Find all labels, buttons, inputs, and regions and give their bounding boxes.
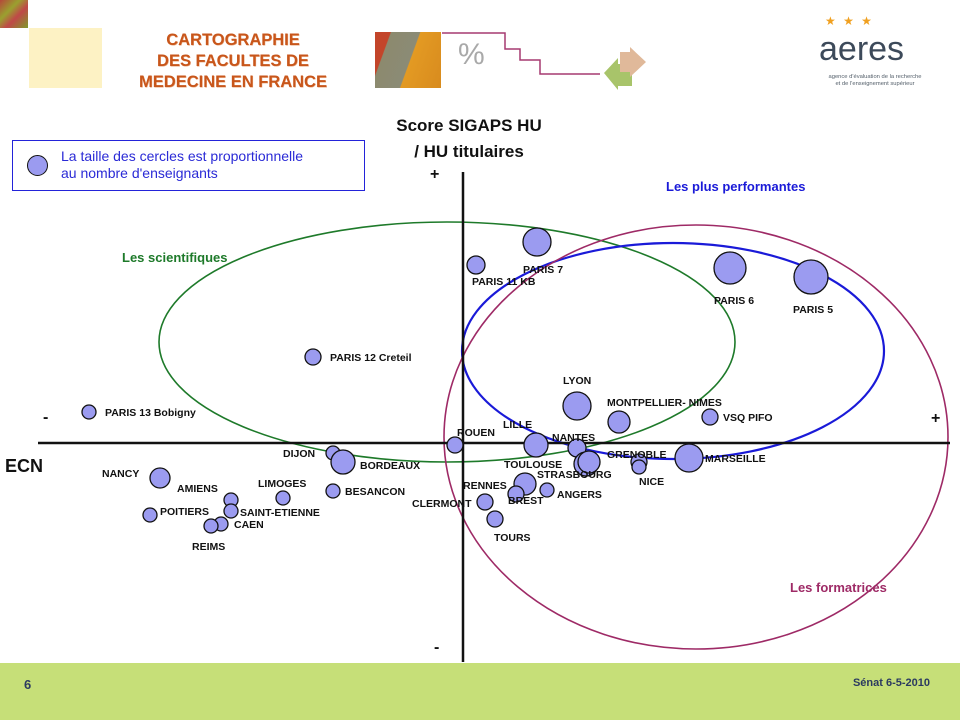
x-axis-title: ECN	[5, 456, 43, 476]
data-point-besancon	[325, 483, 341, 499]
data-point-reims	[203, 518, 219, 534]
y-axis-title-line-1: Score SIGAPS HU	[396, 116, 542, 135]
point-label-angers: ANGERS	[557, 489, 602, 501]
data-points	[81, 227, 829, 534]
logo-subtitle: agence d'évaluation de la recherche et d…	[819, 74, 931, 88]
arrow-right-icon	[620, 47, 646, 77]
data-point-vsq-pifo	[701, 408, 719, 426]
data-point-paris-12-creteil	[304, 348, 322, 366]
point-label-nice: NICE	[639, 476, 664, 488]
data-point-rouen	[446, 436, 464, 454]
point-label-toulouse: TOULOUSE	[504, 459, 562, 471]
decorative-corner-pattern	[0, 0, 28, 28]
percent-decoration: %	[458, 38, 485, 71]
slide-footer: 6 Sénat 6-5-2010	[0, 663, 960, 720]
point-label-paris-11-kb: PARIS 11 KB	[472, 276, 536, 288]
legend-text-line-1: La taille des cercles est proportionnell…	[61, 148, 304, 164]
point-label-clermont: CLERMONT	[412, 498, 472, 510]
data-point-tours	[486, 510, 504, 528]
decorative-fabric-image	[375, 32, 441, 88]
data-point-paris-5	[793, 259, 829, 295]
size-legend: La taille des cercles est proportionnell…	[12, 140, 365, 191]
data-point-poitiers	[142, 507, 158, 523]
group-labels: Les scientifiques Les plus performantesLe…	[122, 179, 887, 595]
x-axis-positive-sign: +	[931, 410, 940, 427]
point-label-brest: BREST	[508, 495, 544, 507]
slide-title-line-2: DES FACULTES DE	[157, 52, 309, 70]
point-label-dijon: DIJON	[283, 448, 315, 460]
data-point-clermont	[476, 493, 494, 511]
logo-subtitle-line-2: et de l'enseignement supérieur	[835, 81, 915, 87]
point-label-besancon: BESANCON	[345, 486, 405, 498]
point-label-amiens: AMIENS	[177, 483, 218, 495]
legend-text: La taille des cercles est proportionnell…	[61, 148, 303, 182]
group-ellipse-les-scientifiques	[158, 221, 736, 463]
point-label-caen: CAEN	[234, 519, 264, 531]
group-label-les-formatrices: Les formatrices	[790, 580, 887, 595]
point-label-grenoble: GRENOBLE	[607, 449, 667, 461]
axis-text: Score SIGAPS HU / HU titulaires ECN + - …	[5, 116, 940, 656]
decorative-cream-block	[29, 28, 102, 88]
point-label-marseille: MARSEILLE	[705, 453, 766, 465]
point-label-nantes: NANTES	[552, 432, 595, 444]
data-point-montpellier-nimes	[607, 410, 631, 434]
x-axis-negative-sign: -	[43, 409, 48, 426]
data-point-lille	[523, 432, 549, 458]
logo-stars-icon: ★ ★ ★	[825, 14, 874, 28]
data-point-limoges	[275, 490, 291, 506]
point-label-vsq-pifo: VSQ PIFO	[723, 412, 773, 424]
point-label-strasbourg: STRASBOURG	[537, 469, 612, 481]
y-axis-negative-sign: -	[434, 639, 439, 656]
data-point-lyon	[562, 391, 592, 421]
axes	[38, 172, 950, 662]
data-point-brest	[507, 485, 525, 503]
page-number: 6	[24, 677, 32, 692]
point-label-limoges: LIMOGES	[258, 478, 306, 490]
point-label-montpellier-nimes: MONTPELLIER- NIMES	[607, 397, 722, 409]
legend-circle-icon	[27, 155, 48, 176]
point-label-bordeaux: BORDEAUX	[360, 460, 420, 472]
point-label-paris-13-bobigny: PARIS 13 Bobigny	[105, 407, 196, 419]
slide-title: CARTOGRAPHIE DES FACULTES DE MEDECINE EN…	[118, 30, 348, 93]
point-label-paris-5: PARIS 5	[793, 304, 833, 316]
slide-title-line-3: MEDECINE EN FRANCE	[139, 73, 327, 91]
data-point-strasbourg	[577, 450, 601, 474]
point-label-nancy: NANCY	[102, 468, 139, 480]
group-ellipse-les-formatrices	[443, 224, 949, 650]
data-point-paris-11-kb	[466, 255, 486, 275]
footer-date: Sénat 6-5-2010	[852, 677, 930, 689]
data-point-paris-7	[522, 227, 552, 257]
aeres-logo: ★ ★ ★ aeres agence d'évaluation de la re…	[815, 12, 935, 92]
data-point-nancy	[149, 467, 171, 489]
data-point-nice	[631, 459, 647, 475]
point-label-paris-7: PARIS 7	[523, 264, 563, 276]
group-label-les-scientifiques: Les scientifiques	[122, 250, 227, 265]
point-label-poitiers: POITIERS	[160, 506, 209, 518]
point-label-tours: TOURS	[494, 532, 531, 544]
point-label-rouen: ROUEN	[457, 427, 495, 439]
data-point-paris-6	[713, 251, 747, 285]
slide-title-line-1: CARTOGRAPHIE	[166, 31, 300, 49]
point-label-lyon: LYON	[563, 375, 591, 387]
data-point-paris-13-bobigny	[81, 404, 97, 420]
point-label-lille: LILLE	[503, 419, 532, 431]
data-point-saint-etienne	[223, 503, 239, 519]
decorative-step-line	[442, 32, 646, 90]
data-point-marseille	[674, 443, 704, 473]
point-label-paris-12-creteil: PARIS 12 Creteil	[330, 352, 412, 364]
group-label-les-plus-performantes: Les plus performantes	[666, 179, 805, 194]
logo-wordmark: aeres	[819, 30, 905, 68]
data-point-angers	[539, 482, 555, 498]
point-label-rennes: RENNES	[463, 480, 507, 492]
y-axis-positive-sign: +	[430, 166, 439, 183]
point-label-saint-etienne: SAINT-ETIENNE	[240, 507, 320, 519]
legend-text-line-2: au nombre d'enseignants	[61, 165, 218, 181]
data-point-bordeaux	[330, 449, 356, 475]
logo-subtitle-line-1: agence d'évaluation de la recherche	[828, 74, 922, 80]
point-label-reims: REIMS	[192, 541, 225, 553]
y-axis-title-line-2: / HU titulaires	[414, 142, 524, 161]
point-label-paris-6: PARIS 6	[714, 295, 754, 307]
